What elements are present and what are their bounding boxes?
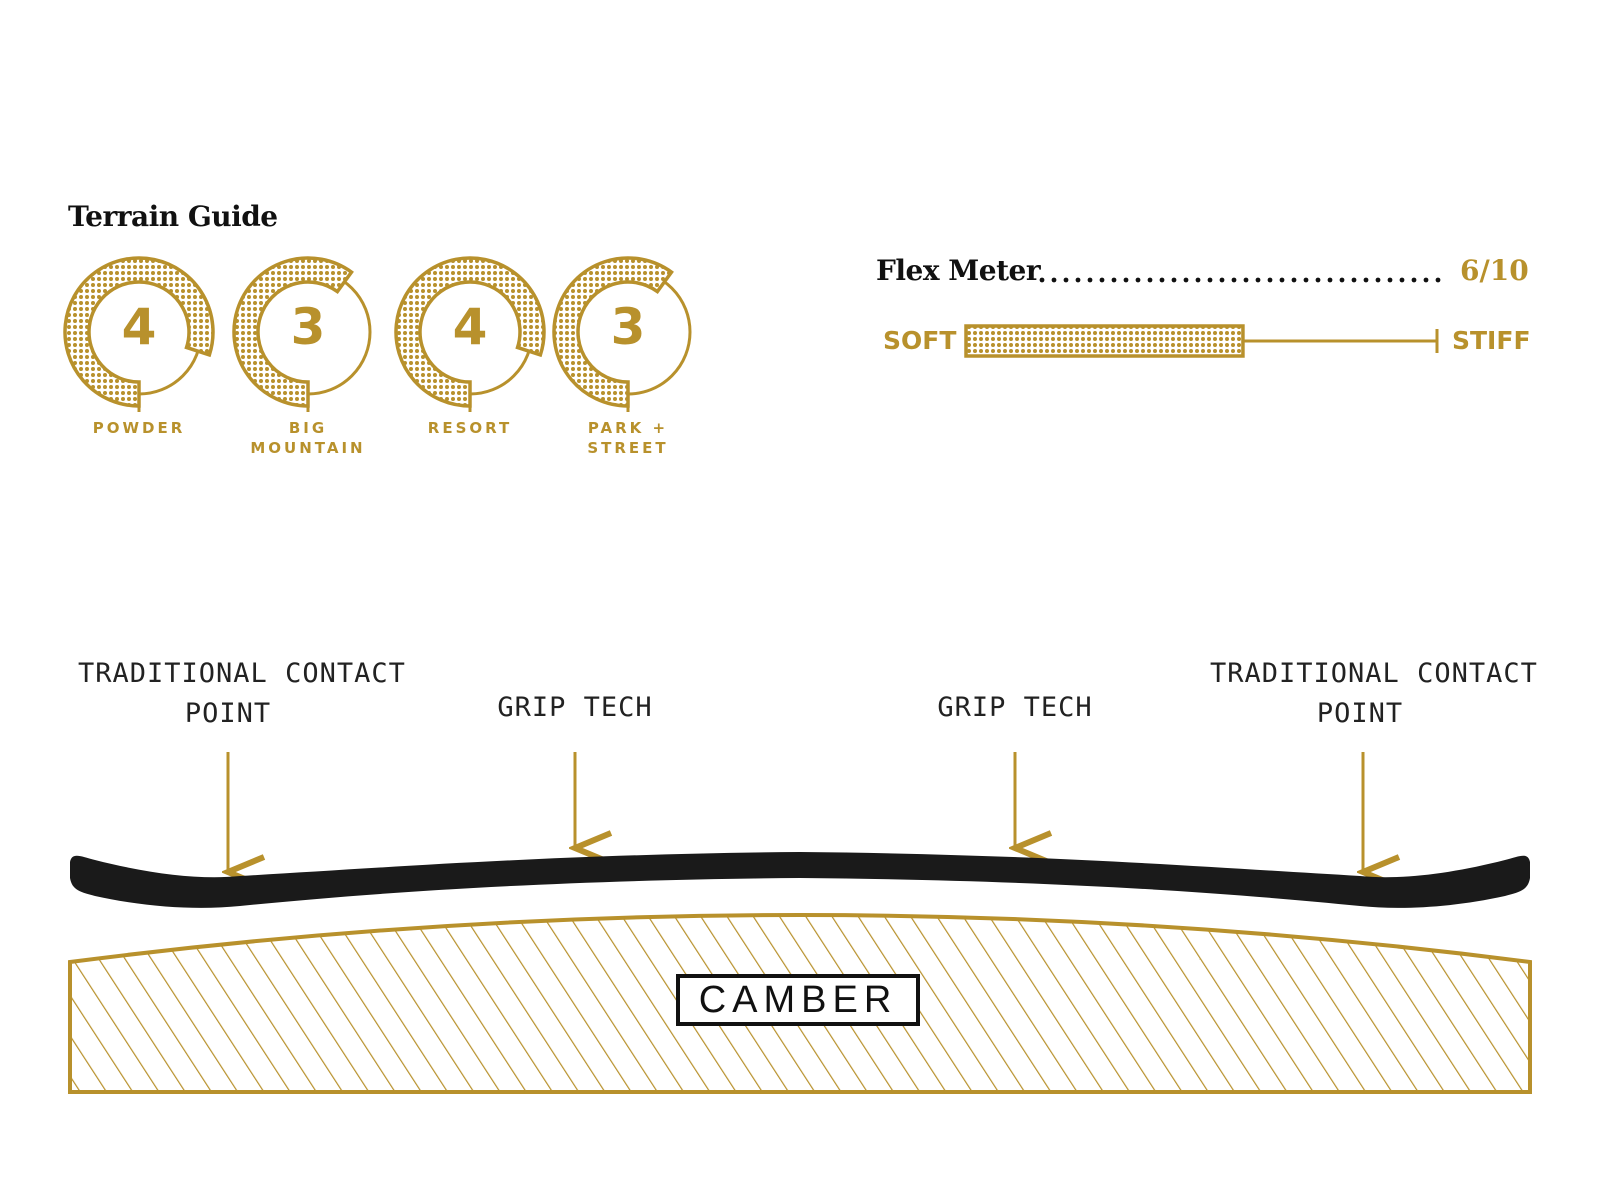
flex-meter-fill [964, 324, 1245, 358]
flex-meter-score: 6/10 [1460, 254, 1529, 287]
callout-grip-right: GRIP TECH [937, 692, 1093, 723]
gauge-label: PARK + STREET [587, 419, 669, 457]
flex-meter-dots [1039, 277, 1441, 283]
terrain-guide-title: Terrain Guide [68, 200, 278, 233]
flex-meter-title: Flex Meter [876, 254, 1041, 287]
callout-grip-left: GRIP TECH [497, 692, 653, 723]
snowboard-shape [70, 852, 1530, 908]
gauge-rating: 4 [121, 298, 157, 356]
flex-stiff-label: STIFF [1452, 326, 1531, 355]
gauge-label: BIG MOUNTAIN [250, 419, 366, 457]
gauge-rating: 3 [610, 298, 646, 356]
gauge-rating: 3 [290, 298, 326, 356]
gauge-rating: 4 [452, 298, 488, 356]
gauge-label: POWDER [92, 419, 186, 437]
flex-soft-label: SOFT [883, 326, 957, 355]
camber-label: CAMBER [676, 974, 920, 1026]
gauge-label: RESORT [427, 419, 513, 437]
